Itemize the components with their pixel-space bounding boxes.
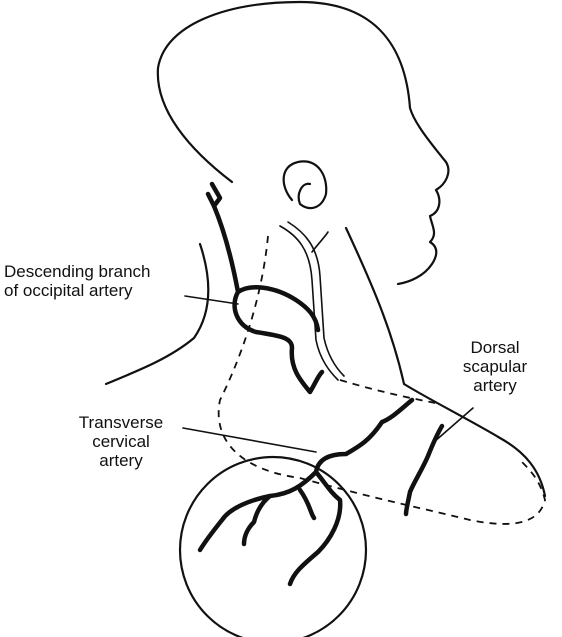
inset-circle [180,457,366,637]
dorsal-label-line2: scapular [440,357,550,376]
transverse-label-line1: Transverse [58,413,184,432]
occipital-artery [212,184,322,392]
transverse-cervical-artery [200,400,412,584]
transverse-label-line3: artery [58,451,184,470]
trapezius-dashed-upper [340,380,440,404]
occipital-leader-line [185,296,238,304]
dorsal-label-line1: Dorsal [440,338,550,357]
carotid-branch [312,232,328,252]
occipital-label-line2: of occipital artery [4,281,150,300]
transverse-cervical-label: Transverse cervical artery [58,413,184,470]
occipital-artery-label: Descending branch of occipital artery [4,262,150,300]
ear-outline [284,161,327,208]
dorsal-label-line3: artery [440,376,550,395]
dorsal-scapular-label: Dorsal scapular artery [440,338,550,395]
occipital-artery-tip [208,194,214,206]
carotid-vessel [280,226,338,380]
head-outline [158,2,449,284]
transverse-label-line2: cervical [58,432,184,451]
occipital-label-line1: Descending branch [4,262,150,281]
transverse-leader-line [183,428,316,452]
